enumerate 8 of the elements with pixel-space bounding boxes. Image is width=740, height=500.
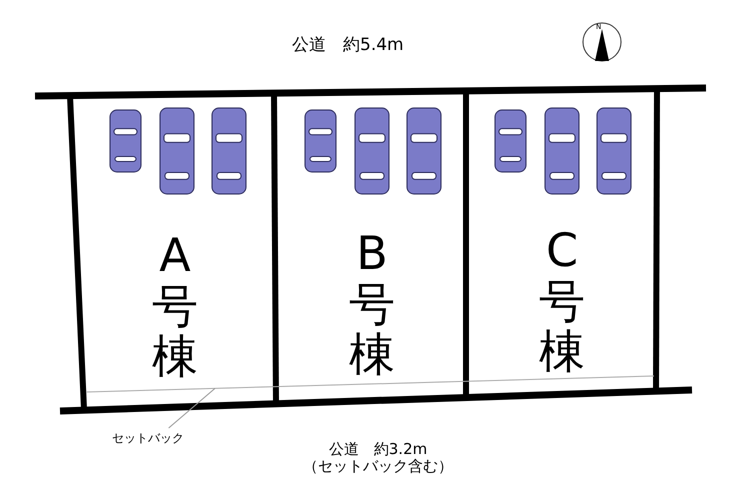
lot-name: A号棟	[152, 230, 198, 382]
lot-name: B号棟	[349, 228, 395, 380]
road-width-label: 公道 約3.2m（セットバック含む）	[303, 441, 453, 476]
leader-line	[168, 388, 216, 428]
lot-name: C号棟	[539, 225, 585, 377]
setback-label: セットバック	[112, 430, 184, 447]
setback-line	[86, 376, 654, 392]
road-width-label: 公道 約5.4m	[292, 34, 404, 56]
